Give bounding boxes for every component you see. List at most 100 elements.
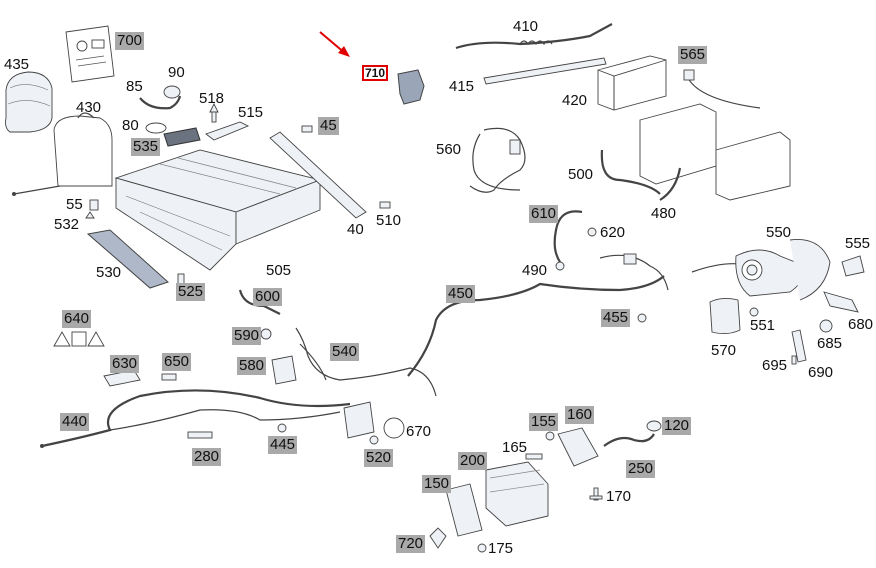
label-640[interactable]: 640 xyxy=(62,310,92,328)
part-500-cable[interactable] xyxy=(600,149,661,195)
label-590[interactable]: 590 xyxy=(232,327,262,345)
part-518-bolt[interactable] xyxy=(209,102,219,123)
part-535-module[interactable] xyxy=(163,127,201,147)
label-150[interactable]: 150 xyxy=(422,475,452,493)
label-710[interactable]: 710 xyxy=(362,65,389,81)
label-700[interactable]: 700 xyxy=(115,32,145,50)
part-710-reservoir[interactable] xyxy=(397,69,425,105)
part-620-clip[interactable] xyxy=(587,227,597,237)
part-battery-modules[interactable] xyxy=(639,103,791,201)
part-550-charge-socket[interactable] xyxy=(691,239,831,301)
label-450[interactable]: 450 xyxy=(446,285,476,303)
part-280-bolt[interactable] xyxy=(187,431,213,439)
label-720[interactable]: 720 xyxy=(396,535,426,553)
part-440-harness[interactable] xyxy=(40,389,351,448)
part-85-hose[interactable] xyxy=(139,85,182,110)
part-695-pin[interactable] xyxy=(791,355,797,365)
label-80[interactable]: 80 xyxy=(122,117,139,134)
label-520[interactable]: 520 xyxy=(364,449,394,467)
part-565-connector[interactable] xyxy=(683,69,761,109)
label-525[interactable]: 525 xyxy=(176,283,206,301)
label-670[interactable]: 670 xyxy=(406,423,432,440)
label-610[interactable]: 610 xyxy=(529,205,559,223)
label-580[interactable]: 580 xyxy=(237,357,267,375)
part-150-bracket[interactable] xyxy=(445,483,483,537)
part-670-seal[interactable] xyxy=(383,417,405,439)
label-440[interactable]: 440 xyxy=(60,413,90,431)
part-532-pin[interactable] xyxy=(85,211,95,219)
label-550[interactable]: 550 xyxy=(766,224,792,241)
label-200[interactable]: 200 xyxy=(458,452,488,470)
part-415-strap[interactable] xyxy=(483,57,607,85)
part-80-clamp[interactable] xyxy=(145,122,167,134)
part-410-cable[interactable] xyxy=(455,23,613,50)
label-532[interactable]: 532 xyxy=(54,216,80,233)
part-480-cable[interactable] xyxy=(659,167,682,201)
part-445-screw[interactable] xyxy=(277,423,287,433)
part-700-label-sheet[interactable] xyxy=(65,25,115,83)
label-480[interactable]: 480 xyxy=(651,205,677,222)
label-410[interactable]: 410 xyxy=(513,18,539,35)
part-40-rail[interactable] xyxy=(269,131,367,219)
label-540[interactable]: 540 xyxy=(330,343,360,361)
part-165-bolt[interactable] xyxy=(525,453,543,460)
label-560[interactable]: 560 xyxy=(436,141,462,158)
label-160[interactable]: 160 xyxy=(565,406,595,424)
label-250[interactable]: 250 xyxy=(626,460,656,478)
part-570-cover[interactable] xyxy=(709,297,741,335)
label-565[interactable]: 565 xyxy=(678,46,708,64)
label-551[interactable]: 551 xyxy=(750,317,776,334)
label-685[interactable]: 685 xyxy=(817,335,843,352)
part-200-unit[interactable] xyxy=(485,461,549,527)
label-600[interactable]: 600 xyxy=(253,288,283,306)
part-640-labels[interactable] xyxy=(53,331,105,347)
part-455-clip[interactable] xyxy=(637,313,647,323)
label-40[interactable]: 40 xyxy=(347,221,364,238)
label-420[interactable]: 420 xyxy=(562,92,588,109)
label-175[interactable]: 175 xyxy=(488,540,514,557)
part-160-bracket[interactable] xyxy=(557,427,599,467)
label-695[interactable]: 695 xyxy=(762,357,788,374)
part-box-connector[interactable] xyxy=(343,401,375,439)
part-590-clip[interactable] xyxy=(260,328,272,340)
part-610-hose[interactable] xyxy=(553,210,583,263)
part-250-hose[interactable] xyxy=(603,433,655,447)
label-415[interactable]: 415 xyxy=(449,78,475,95)
label-165[interactable]: 165 xyxy=(502,439,528,456)
label-530[interactable]: 530 xyxy=(96,264,122,281)
label-555[interactable]: 555 xyxy=(845,235,871,252)
label-690[interactable]: 690 xyxy=(808,364,834,381)
label-435[interactable]: 435 xyxy=(4,56,30,73)
part-551-screw[interactable] xyxy=(749,307,759,317)
part-420-box[interactable] xyxy=(597,55,667,111)
label-505[interactable]: 505 xyxy=(266,262,292,279)
part-650-bolt[interactable] xyxy=(161,373,177,381)
part-430-bag[interactable] xyxy=(12,112,113,196)
label-490[interactable]: 490 xyxy=(522,262,548,279)
label-535[interactable]: 535 xyxy=(131,138,161,156)
part-540-harness[interactable] xyxy=(295,327,437,397)
label-430[interactable]: 430 xyxy=(76,99,102,116)
part-45-bolt[interactable] xyxy=(301,125,313,133)
part-560-harness[interactable] xyxy=(469,127,526,193)
label-45[interactable]: 45 xyxy=(318,117,339,135)
label-650[interactable]: 650 xyxy=(162,353,192,371)
part-435-cover[interactable] xyxy=(5,71,53,133)
label-280[interactable]: 280 xyxy=(192,448,222,466)
label-510[interactable]: 510 xyxy=(376,212,402,229)
part-720-clip[interactable] xyxy=(429,527,447,549)
part-580-bracket[interactable] xyxy=(271,355,297,385)
part-555-bracket[interactable] xyxy=(841,255,865,277)
part-530-rail[interactable] xyxy=(86,229,169,289)
part-600-hose[interactable] xyxy=(238,289,281,315)
part-685-cap[interactable] xyxy=(819,319,833,333)
label-55[interactable]: 55 xyxy=(66,196,83,213)
part-55-bolt[interactable] xyxy=(89,199,99,211)
label-155[interactable]: 155 xyxy=(529,413,559,431)
part-520-screw[interactable] xyxy=(369,435,379,445)
part-120-grommet[interactable] xyxy=(646,420,662,432)
label-570[interactable]: 570 xyxy=(711,342,737,359)
part-690-rod[interactable] xyxy=(791,329,807,363)
part-505-battery[interactable] xyxy=(114,149,322,271)
part-510-bolt[interactable] xyxy=(379,201,391,209)
